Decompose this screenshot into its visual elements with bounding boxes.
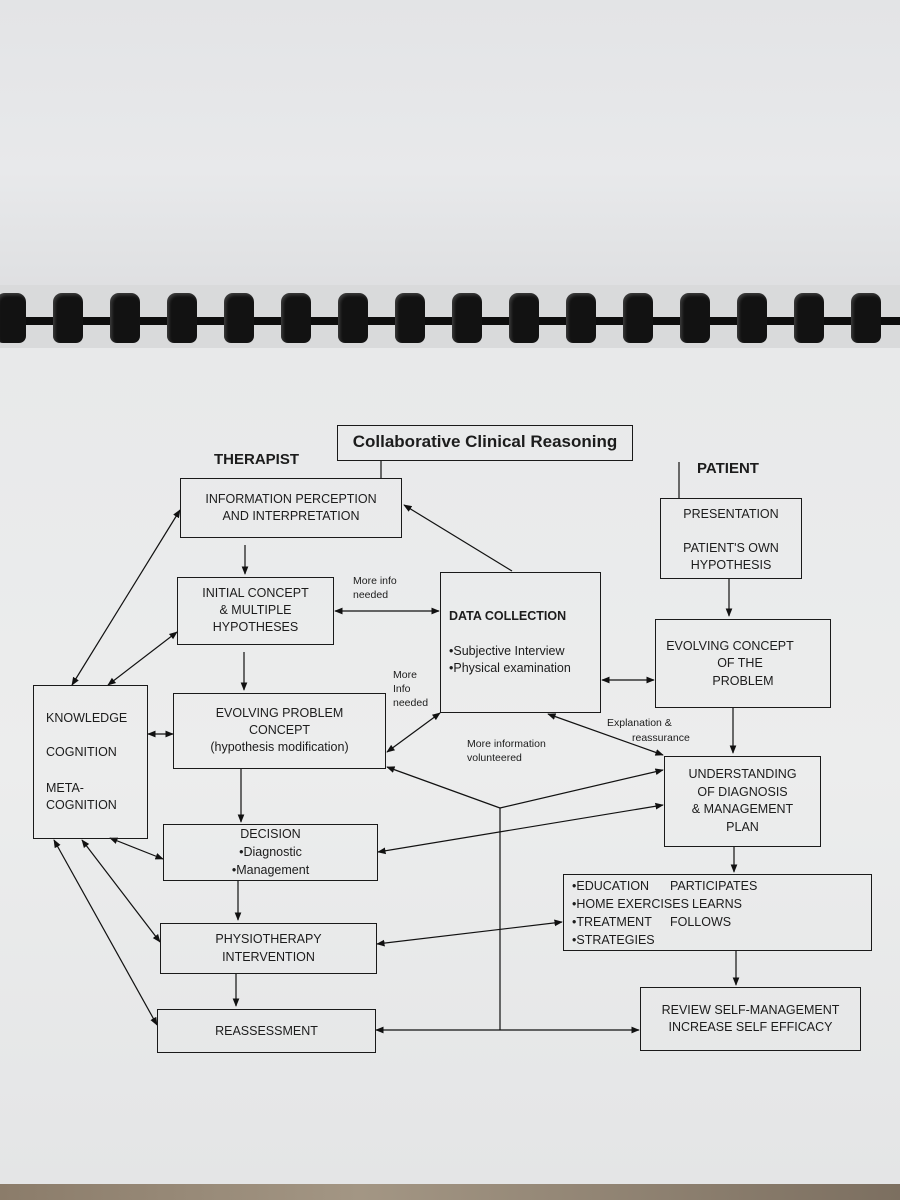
evolving-concept-line-3: PROBLEM — [712, 674, 774, 688]
binding-coil — [794, 293, 824, 343]
understanding-box — [664, 756, 821, 847]
binding-coil — [0, 293, 26, 343]
info-perception-line-1: INFORMATION PERCEPTION — [205, 492, 377, 506]
binding-coil — [566, 293, 596, 343]
binding-coil — [110, 293, 140, 343]
review-line-1: REVIEW SELF-MANAGEMENT — [661, 1003, 840, 1017]
reassessment-label: REASSESSMENT — [215, 1024, 318, 1038]
decision-line-3: •Management — [231, 863, 310, 877]
binding-coil — [851, 293, 881, 343]
knowledge-line-1: KNOWLEDGE — [46, 711, 128, 725]
binding-coil — [281, 293, 311, 343]
more-info-needed-label-2c: needed — [393, 697, 429, 709]
understanding-line-4: PLAN — [726, 820, 759, 834]
knowledge-box — [33, 685, 148, 839]
binding-coil — [452, 293, 482, 343]
binding-coil — [338, 293, 368, 343]
education-role-3: FOLLOWS — [670, 915, 732, 929]
presentation-line-1: PRESENTATION — [683, 507, 779, 521]
knowledge-line-2: COGNITION — [46, 745, 117, 759]
binding-coil — [623, 293, 653, 343]
physiotherapy-box — [160, 923, 377, 974]
presentation-line-2: PATIENT'S OWN — [683, 541, 779, 555]
binding-coil — [395, 293, 425, 343]
title-box — [337, 425, 633, 461]
education-item-1: •EDUCATION — [572, 879, 650, 893]
initial-concept-line-2: & MULTIPLE — [219, 603, 292, 617]
therapist-heading: THERAPIST — [214, 451, 300, 468]
education-item-2: •HOME EXERCISES — [572, 897, 689, 911]
arrow-data-understanding — [547, 713, 664, 756]
education-item-3: •TREATMENT — [572, 915, 652, 929]
evolving-concept-line-2: OF THE — [717, 656, 763, 670]
knowledge-line-4: COGNITION — [46, 798, 117, 812]
evolving-problem-line-1: EVOLVING PROBLEM — [215, 706, 344, 720]
understanding-line-1: UNDERSTANDING — [688, 767, 797, 781]
volunteered-label-a: More information — [467, 738, 546, 750]
binding-coil — [167, 293, 197, 343]
initial-concept-line-3: HYPOTHESES — [212, 620, 299, 634]
arrow-knowledge-reassess — [53, 839, 158, 1026]
education-role-1: PARTICIPATES — [670, 879, 758, 893]
binding-coil — [224, 293, 254, 343]
evolving-concept-line-1: EVOLVING CONCEPT — [666, 639, 794, 653]
education-item-4: •STRATEGIES — [572, 933, 655, 947]
hub-line-upper-left — [386, 766, 501, 809]
knowledge-line-3: META- — [46, 781, 84, 795]
hub-line-upper-right — [499, 768, 664, 809]
spiral-binding-wire — [0, 317, 900, 325]
binding-coil — [53, 293, 83, 343]
arrow-evolving-data — [386, 712, 441, 753]
patient-heading: PATIENT — [697, 460, 759, 477]
education-box — [563, 874, 872, 951]
volunteered-label-b: volunteered — [467, 752, 522, 764]
education-role-2: LEARNS — [692, 897, 743, 911]
paper-sheet — [0, 348, 900, 1184]
arrow-knowledge-info — [71, 509, 181, 686]
review-box — [640, 987, 861, 1051]
arrow-knowledge-physio — [81, 839, 161, 943]
initial-concept-line-1: INITIAL CONCEPT — [202, 586, 309, 600]
page-above-binding — [0, 0, 900, 285]
data-collection-title: DATA COLLECTION — [449, 609, 567, 623]
evolving-concept-box — [655, 619, 831, 708]
initial-concept-box — [177, 577, 334, 645]
binding-coil — [680, 293, 710, 343]
info-perception-line-2: AND INTERPRETATION — [222, 509, 360, 523]
arrow-data-to-info — [403, 504, 513, 572]
binding-coil — [509, 293, 539, 343]
presentation-box — [660, 498, 802, 579]
table-surface — [0, 1184, 900, 1200]
understanding-line-2: OF DIAGNOSIS — [697, 785, 788, 799]
review-line-2: INCREASE SELF EFFICACY — [668, 1020, 833, 1034]
arrow-decision-understanding — [377, 802, 664, 855]
understanding-line-3: & MANAGEMENT — [691, 802, 794, 816]
decision-box — [163, 824, 378, 881]
physiotherapy-line-1: PHYSIOTHERAPY — [215, 932, 322, 946]
more-info-needed-label-2a: More — [393, 669, 417, 681]
evolving-problem-line-2: CONCEPT — [248, 723, 311, 737]
decision-line-1: DECISION — [240, 827, 301, 841]
presentation-line-3: HYPOTHESIS — [690, 558, 772, 572]
data-collection-box — [440, 572, 601, 713]
diagram-title: Collaborative Clinical Reasoning — [352, 432, 618, 451]
data-collection-item-1: •Subjective Interview — [449, 644, 565, 658]
reassessment-box — [157, 1009, 376, 1053]
explanation-label-a: Explanation & — [607, 717, 672, 729]
physiotherapy-line-2: INTERVENTION — [222, 950, 315, 964]
more-info-needed-label-1b: needed — [353, 589, 389, 601]
info-perception-box — [180, 478, 402, 538]
arrow-knowledge-initial — [107, 631, 178, 686]
more-info-needed-label-1a: More info — [353, 575, 397, 587]
data-collection-item-2: •Physical examination — [449, 661, 571, 675]
evolving-problem-line-3: (hypothesis modification) — [210, 740, 349, 754]
arrow-physio-education — [376, 919, 563, 947]
explanation-label-b: reassurance — [632, 732, 690, 744]
binding-coil — [737, 293, 767, 343]
more-info-needed-label-2b: Info — [393, 683, 411, 695]
decision-line-2: •Diagnostic — [239, 845, 302, 859]
arrow-knowledge-decision — [109, 837, 164, 860]
evolving-problem-box — [173, 693, 386, 769]
